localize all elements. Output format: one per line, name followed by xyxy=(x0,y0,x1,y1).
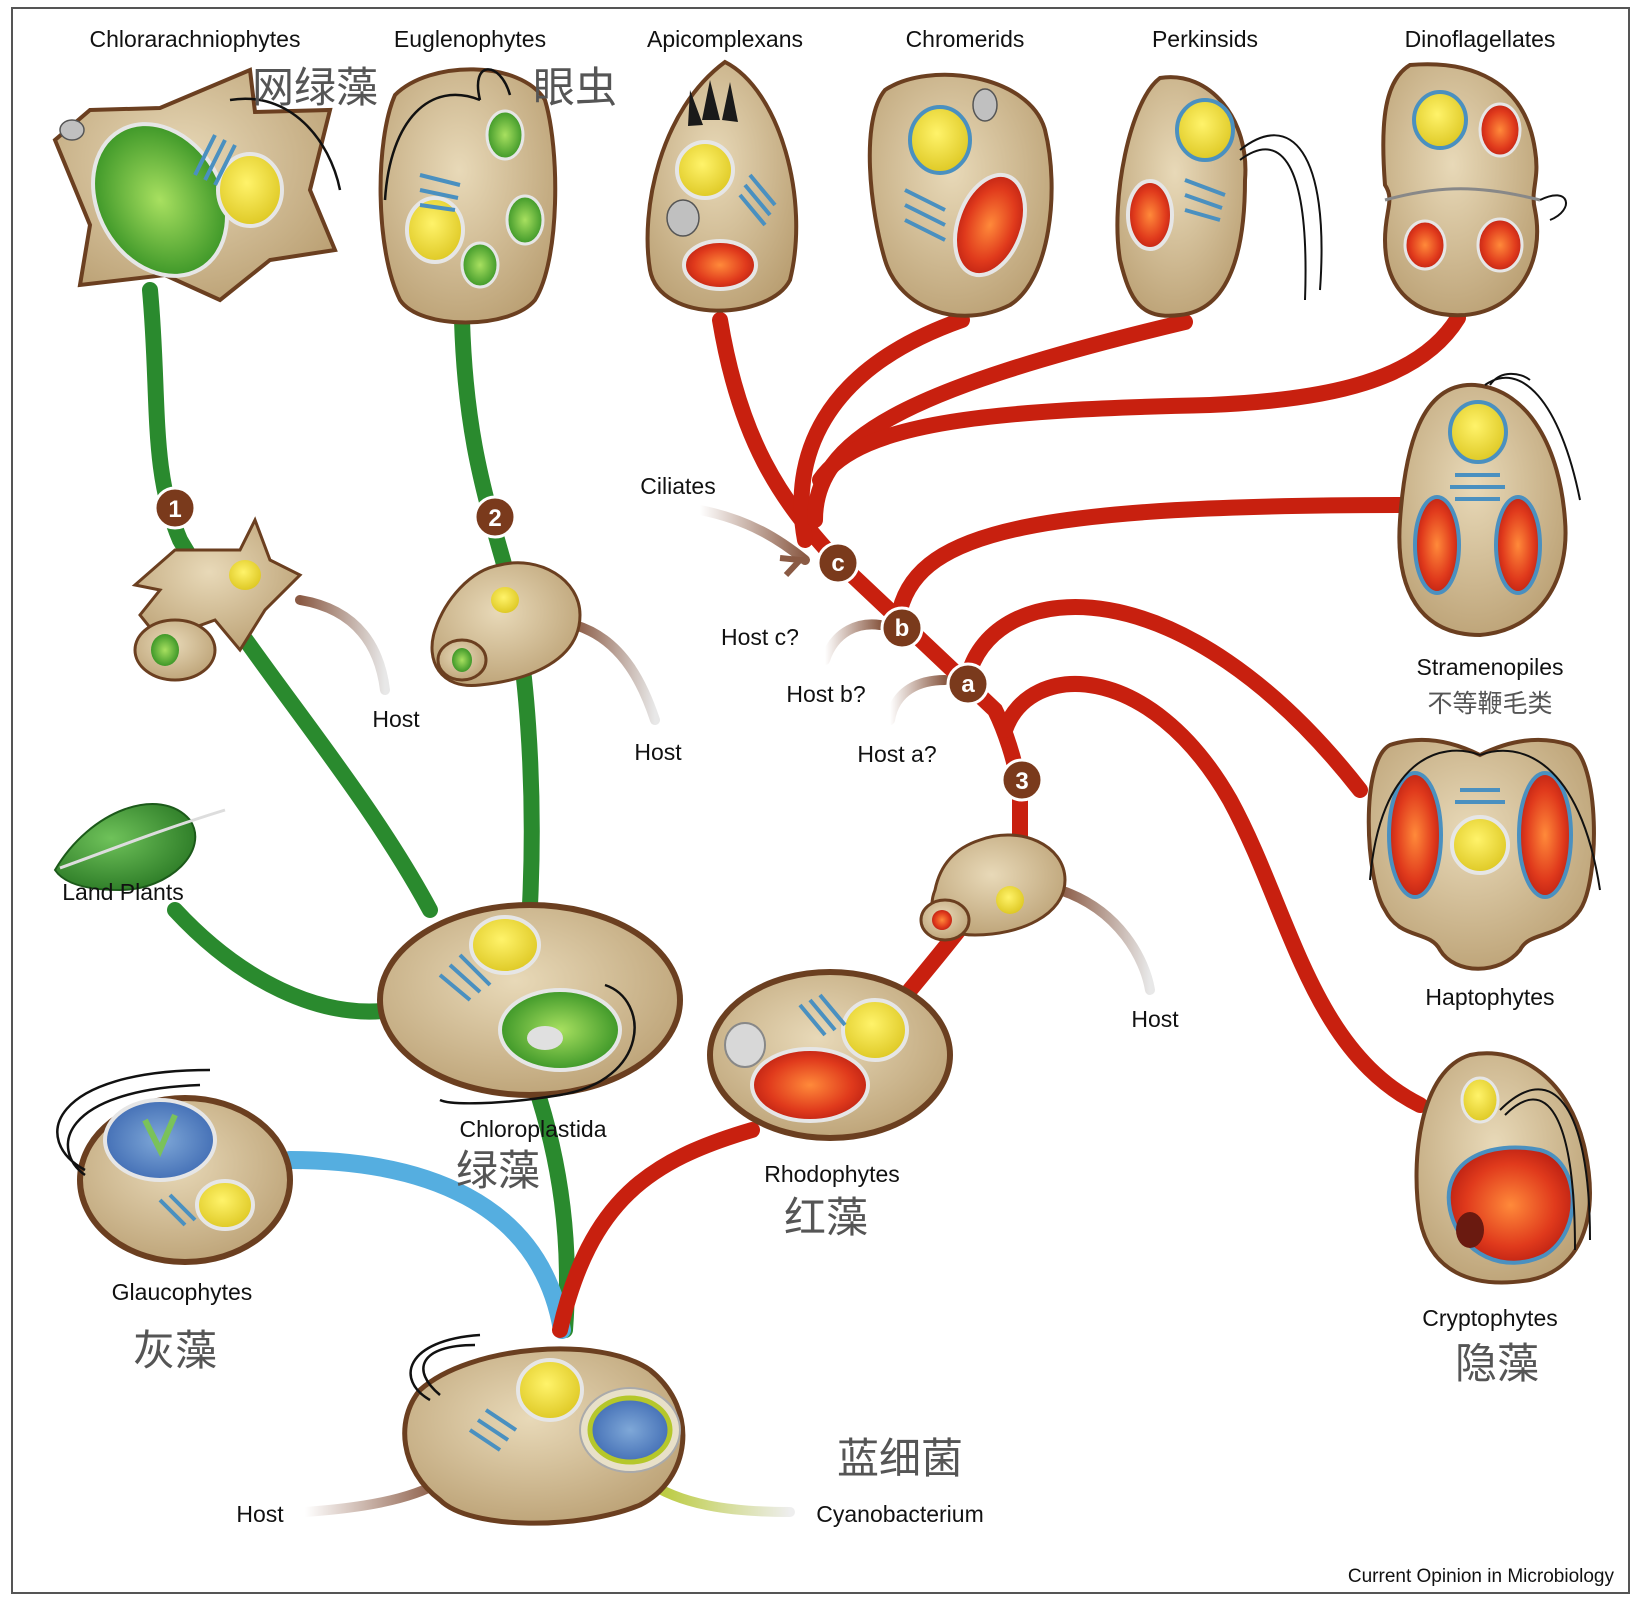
zh-label-glaucophytes: 灰藻 xyxy=(133,1326,217,1375)
euglenophyte-cell xyxy=(378,67,558,325)
haptophyte-cell xyxy=(1366,737,1601,971)
svg-text:b: b xyxy=(895,615,910,642)
svg-text:a: a xyxy=(961,671,975,698)
stramenopile-cell xyxy=(1397,372,1581,638)
label-host-c: Host c? xyxy=(721,624,799,650)
red-lineage xyxy=(552,310,1466,1338)
label-euglenophytes: Euglenophytes xyxy=(394,26,546,52)
glaucophyte-cell xyxy=(56,1068,293,1265)
chlorarachniophyte-cell xyxy=(52,67,342,303)
svg-text:1: 1 xyxy=(168,496,181,523)
label-ciliates: Ciliates xyxy=(640,473,715,499)
svg-text:c: c xyxy=(831,550,844,577)
perkinsid-cell xyxy=(1115,75,1323,318)
label-host-ancestral: Host xyxy=(236,1501,284,1527)
ancestral-host-cell xyxy=(402,1333,686,1526)
svg-text:2: 2 xyxy=(488,505,501,532)
cryptophyte-cell xyxy=(1414,1051,1592,1285)
svg-text:3: 3 xyxy=(1015,768,1028,795)
zh-label-chlorarachniophytes: 网绿藻 xyxy=(252,63,378,112)
label-chloroplastida: Chloroplastida xyxy=(459,1116,606,1142)
zh-label-cyanobacterium: 蓝细菌 xyxy=(837,1434,963,1483)
label-perkinsids: Perkinsids xyxy=(1152,26,1258,52)
node-c: c xyxy=(816,541,860,585)
zh-label-chloroplastida: 绿藻 xyxy=(456,1146,540,1195)
chlorarachniophyte-intermediate-cell xyxy=(131,516,303,682)
land-plants-leaf xyxy=(53,803,226,892)
label-apicomplexans: Apicomplexans xyxy=(647,26,803,52)
journal-credit: Current Opinion in Microbiology xyxy=(1348,1566,1615,1587)
label-host-b: Host b? xyxy=(786,681,865,707)
label-glaucophytes: Glaucophytes xyxy=(112,1279,253,1305)
label-host-2: Host xyxy=(634,739,682,765)
label-chlorarachniophytes: Chlorarachniophytes xyxy=(90,26,301,52)
label-stramenopiles: Stramenopiles xyxy=(1416,654,1563,680)
zh-label-stramenopiles: 不等鞭毛类 xyxy=(1427,689,1552,718)
label-host-3: Host xyxy=(1131,1006,1179,1032)
zh-label-cryptophytes: 隐藻 xyxy=(1455,1339,1539,1388)
dinoflagellate-cell xyxy=(1381,62,1567,318)
node-a: a xyxy=(946,662,990,706)
label-land-plants: Land Plants xyxy=(62,879,183,905)
chromerid-cell xyxy=(867,72,1054,318)
blue-lineage xyxy=(281,1151,571,1339)
label-dinoflagellates: Dinoflagellates xyxy=(1405,26,1556,52)
node-3: 3 xyxy=(1000,758,1044,802)
label-cyanobacterium: Cyanobacterium xyxy=(816,1501,983,1527)
node-2: 2 xyxy=(473,495,517,539)
label-host-1: Host xyxy=(372,706,420,732)
euglenophyte-intermediate-cell xyxy=(430,561,582,688)
label-haptophytes: Haptophytes xyxy=(1425,984,1554,1010)
node-1: 1 xyxy=(153,486,197,530)
red-intermediate-cell xyxy=(919,833,1067,942)
label-host-a: Host a? xyxy=(857,741,936,767)
zh-label-rhodophytes: 红藻 xyxy=(784,1193,868,1242)
apicomplexan-cell xyxy=(645,59,799,313)
chloroplastida-cell xyxy=(377,902,683,1105)
node-b: b xyxy=(880,606,924,650)
zh-label-euglenophytes: 眼虫 xyxy=(533,63,617,112)
figure-frame xyxy=(11,7,1630,1594)
rhodophyte-cell xyxy=(707,969,953,1141)
label-rhodophytes: Rhodophytes xyxy=(764,1161,900,1187)
label-cryptophytes: Cryptophytes xyxy=(1422,1305,1558,1331)
label-chromerids: Chromerids xyxy=(906,26,1025,52)
ciliates-arrowhead xyxy=(779,555,807,578)
